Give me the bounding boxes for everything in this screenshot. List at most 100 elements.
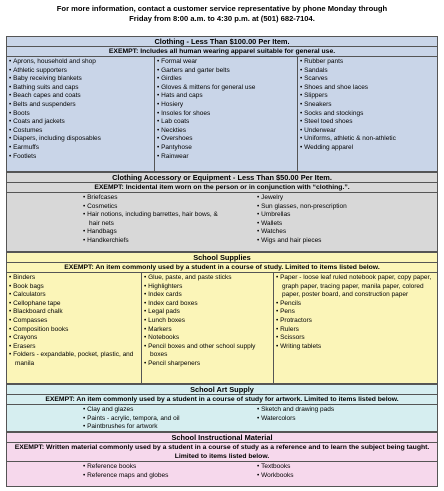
list-item: Watches <box>257 228 427 237</box>
list-item: Overshoes <box>157 135 293 144</box>
item-columns: Reference booksReference maps and globes… <box>7 462 437 486</box>
list-item: Pencils <box>276 300 434 309</box>
item-list: Aprons, household and shopAthletic suppo… <box>9 58 151 161</box>
list-item: Costumes <box>9 127 151 136</box>
item-list: Glue, paste, and paste sticksHighlighter… <box>144 274 270 369</box>
list-item: Blackboard chalk <box>9 308 137 317</box>
list-item: Index cards <box>144 291 270 300</box>
list-item: Reference maps and globes <box>83 472 243 481</box>
section-title: School Art Supply <box>7 385 437 395</box>
list-item: Index card boxes <box>144 300 270 309</box>
list-item: Shoes and shoe laces <box>300 84 436 93</box>
section-title: School Instructional Material <box>7 433 437 443</box>
list-item: Aprons, household and shop <box>9 58 151 67</box>
list-item: Belts and suspenders <box>9 101 151 110</box>
exempt-note: EXEMPT: Incidental item worn on the pers… <box>7 183 437 193</box>
list-item: Clay and glazes <box>83 406 243 415</box>
list-item: Formal wear <box>157 58 293 67</box>
item-list: TextbooksWorkbooks <box>257 463 417 480</box>
list-item: Hair notions, including barrettes, hair … <box>83 211 223 228</box>
list-item: Gloves & mittens for general use <box>157 84 293 93</box>
list-item: Insoles for shoes <box>157 110 293 119</box>
list-item: Paints - acrylic, tempora, and oil <box>83 415 243 424</box>
list-item: Markers <box>144 326 270 335</box>
list-item: Socks and stockings <box>300 110 436 119</box>
list-item: Composition books <box>9 326 137 335</box>
list-item: Scarves <box>300 75 436 84</box>
contact-info: For more information, contact a customer… <box>0 4 444 24</box>
accessory-section: Clothing Accessory or Equipment - Less T… <box>6 172 438 252</box>
item-columns: BriefcasesCosmeticsHair notions, includi… <box>7 193 437 251</box>
list-item: Athletic supporters <box>9 67 151 76</box>
instructional-material-section: School Instructional Material EXEMPT: Wr… <box>6 432 438 487</box>
list-item: Girdles <box>157 75 293 84</box>
list-item: Highlighters <box>144 283 270 292</box>
list-item: Sneakers <box>300 101 436 110</box>
list-item: Neckties <box>157 127 293 136</box>
list-item: Watercolors <box>257 415 417 424</box>
list-item: Wedding apparel <box>300 144 436 153</box>
item-list: Rubber pantsSandalsScarvesShoes and shoe… <box>300 58 436 153</box>
list-item: Sun glasses, non-prescription <box>257 203 427 212</box>
list-item: Protractors <box>276 317 434 326</box>
list-item: Bathing suits and caps <box>9 84 151 93</box>
list-item: Scissors <box>276 334 434 343</box>
list-item: Calculators <box>9 291 137 300</box>
item-list: Sketch and drawing padsWatercolors <box>257 406 417 423</box>
list-item: Umbrellas <box>257 211 427 220</box>
contact-line-2: Friday from 8:00 a.m. to 4:30 p.m. at (5… <box>129 14 315 23</box>
list-item: Book bags <box>9 283 137 292</box>
list-item: Pantyhose <box>157 144 293 153</box>
list-item: Cosmetics <box>83 203 223 212</box>
list-item: Boots <box>9 110 151 119</box>
section-title: School Supplies <box>7 253 437 263</box>
item-list: Paper - loose leaf ruled notebook paper,… <box>276 274 434 351</box>
list-item: Wallets <box>257 220 427 229</box>
list-item: Reference books <box>83 463 243 472</box>
item-columns: Aprons, household and shopAthletic suppo… <box>7 57 437 171</box>
list-item: Workbooks <box>257 472 417 481</box>
list-item: Sandals <box>300 67 436 76</box>
item-list: BriefcasesCosmeticsHair notions, includi… <box>83 194 223 246</box>
list-item: Rubber pants <box>300 58 436 67</box>
exempt-note: EXEMPT: Written material commonly used b… <box>7 443 437 462</box>
list-item: Rainwear <box>157 153 293 162</box>
list-item: Earmuffs <box>9 144 151 153</box>
list-item: Uniforms, athletic & non-athletic <box>300 135 436 144</box>
list-item: Rulers <box>276 326 434 335</box>
list-item: Jewelry <box>257 194 427 203</box>
item-list: Clay and glazesPaints - acrylic, tempora… <box>83 406 243 431</box>
list-item: Hats and caps <box>157 92 293 101</box>
section-title: Clothing Accessory or Equipment - Less T… <box>7 173 437 183</box>
list-item: Diapers, including disposables <box>9 135 151 144</box>
item-list: BindersBook bagsCalculatorsCellophane ta… <box>9 274 137 369</box>
list-item: Briefcases <box>83 194 223 203</box>
list-item: Erasers <box>9 343 137 352</box>
section-title: Clothing - Less Than $100.00 Per Item. <box>7 37 437 47</box>
list-item: Crayons <box>9 334 137 343</box>
list-item: Wigs and hair pieces <box>257 237 427 246</box>
list-item: Underwear <box>300 127 436 136</box>
exempt-note: EXEMPT: An item commonly used by a stude… <box>7 263 437 273</box>
school-supplies-section: School Supplies EXEMPT: An item commonly… <box>6 252 438 384</box>
list-item: Textbooks <box>257 463 417 472</box>
list-item: Sketch and drawing pads <box>257 406 417 415</box>
list-item: Pencil sharpeners <box>144 360 270 369</box>
list-item: Slippers <box>300 92 436 101</box>
list-item: Pens <box>276 308 434 317</box>
list-item: Cellophane tape <box>9 300 137 309</box>
contact-line-1: For more information, contact a customer… <box>56 4 388 13</box>
exempt-note: EXEMPT: An item commonly used by a stude… <box>7 395 437 405</box>
list-item: Writing tablets <box>276 343 434 352</box>
list-item: Baby receiving blankets <box>9 75 151 84</box>
list-item: Lab coats <box>157 118 293 127</box>
list-item: Binders <box>9 274 137 283</box>
list-item: Handkerchiefs <box>83 237 223 246</box>
list-item: Legal pads <box>144 308 270 317</box>
list-item: Glue, paste, and paste sticks <box>144 274 270 283</box>
item-list: Reference booksReference maps and globes <box>83 463 243 480</box>
list-item: Folders - expandable, pocket, plastic, a… <box>9 351 137 368</box>
list-item: Beach capes and coats <box>9 92 151 101</box>
item-list: Formal wearGarters and garter beltsGirdl… <box>157 58 293 161</box>
list-item: Notebooks <box>144 334 270 343</box>
